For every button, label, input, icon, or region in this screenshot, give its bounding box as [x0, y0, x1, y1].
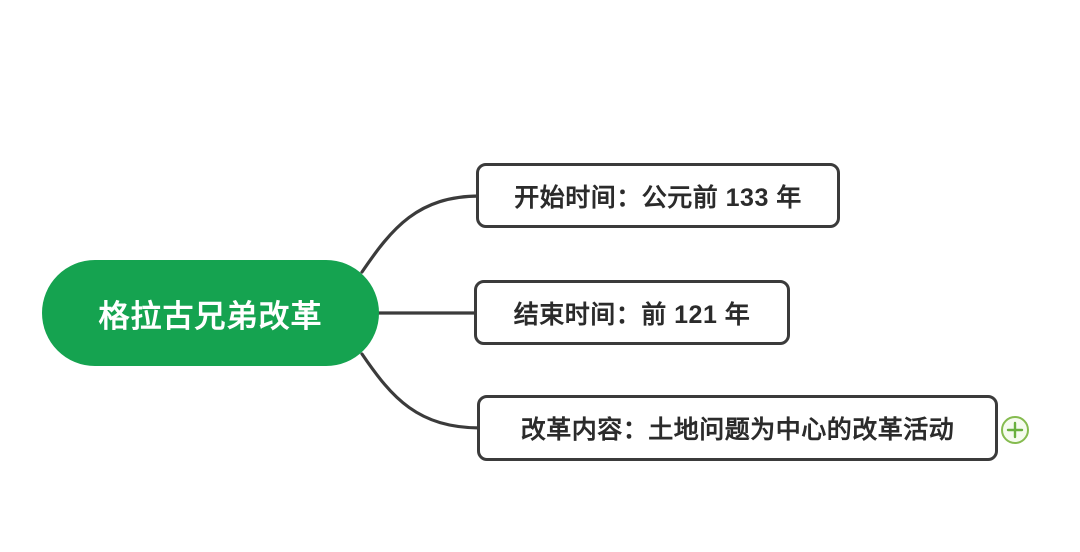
connector-bottom — [360, 352, 483, 430]
root-node-label: 格拉古兄弟改革 — [98, 298, 323, 334]
plus-circle-icon — [1001, 416, 1029, 444]
child-node-end-time[interactable]: 结束时间：前 121 年 — [474, 280, 790, 345]
root-node[interactable]: 格拉古兄弟改革 — [42, 260, 379, 366]
connector-top — [360, 194, 482, 274]
child-node-reform-content[interactable]: 改革内容：土地问题为中心的改革活动 — [477, 395, 998, 461]
child-node-start-time[interactable]: 开始时间：公元前 133 年 — [476, 163, 840, 228]
child-node-label: 结束时间：前 121 年 — [513, 300, 751, 329]
child-node-label: 改革内容：土地问题为中心的改革活动 — [520, 416, 955, 444]
add-child-button[interactable] — [1000, 415, 1030, 445]
child-node-label: 开始时间：公元前 133 年 — [514, 183, 802, 212]
